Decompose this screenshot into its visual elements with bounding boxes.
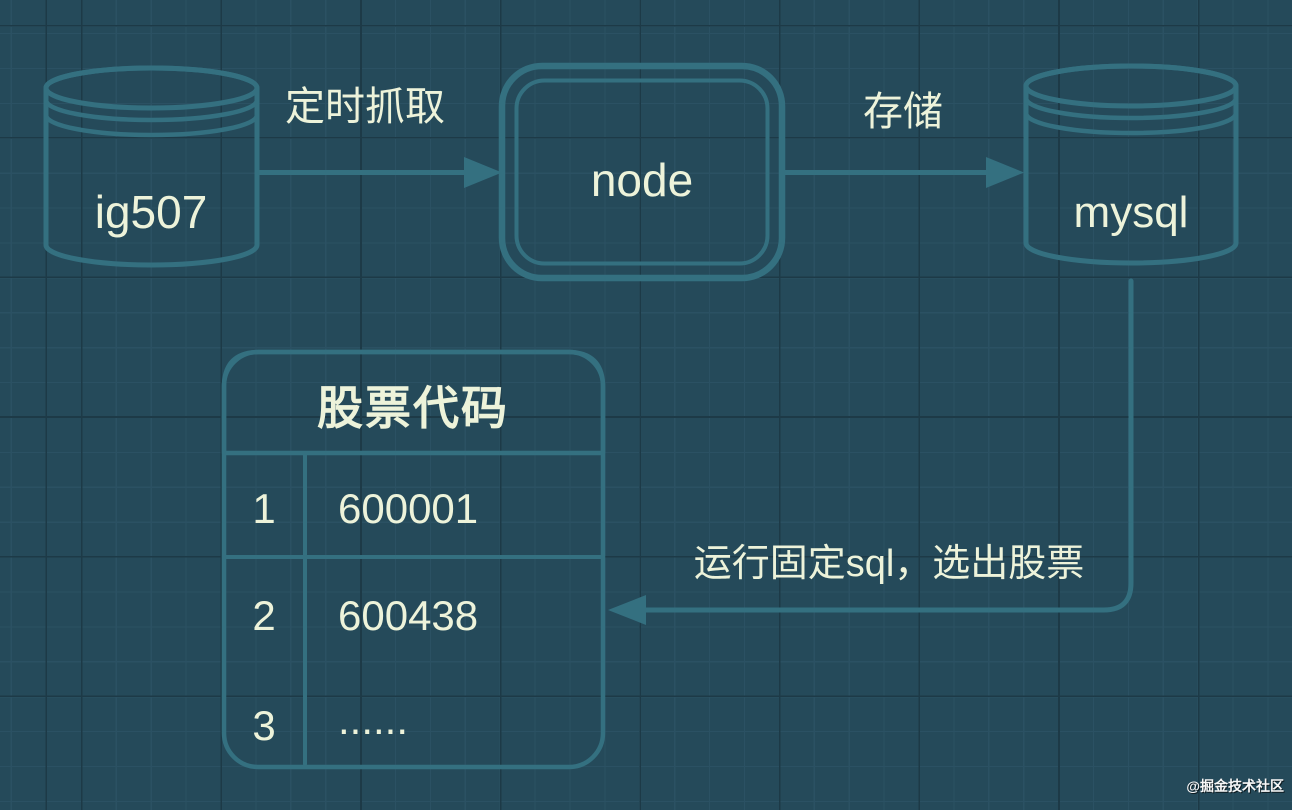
store-arrowhead-icon bbox=[986, 157, 1024, 188]
database-cylinder-ig507 bbox=[43, 65, 260, 268]
table-header-label: 股票代码 bbox=[317, 382, 509, 434]
query-connector-arrow bbox=[608, 278, 1134, 625]
query-connector-path bbox=[643, 278, 1134, 613]
mysql-cylinder-top bbox=[1023, 63, 1239, 109]
juejin-watermark: @掘金技术社区 bbox=[1186, 778, 1284, 794]
fetch-arrowhead-icon bbox=[464, 157, 502, 188]
table-row-code: 600438 bbox=[338, 592, 479, 639]
table-header-cell bbox=[221, 349, 606, 456]
table-row-code: 600001 bbox=[338, 485, 479, 532]
store-arrow bbox=[782, 157, 1024, 188]
ig507-label: ig507 bbox=[94, 186, 208, 238]
fetch-arrow bbox=[256, 157, 502, 188]
mysql-cylinder-band-1 bbox=[1023, 95, 1239, 121]
mysql-label: mysql bbox=[1073, 188, 1189, 237]
store-edge-label: 存储 bbox=[863, 90, 943, 134]
stock-table-shape bbox=[221, 349, 606, 770]
query-edge-label: 运行固定sql，选出股票 bbox=[693, 543, 1085, 585]
table-row-no: 3 bbox=[252, 702, 276, 749]
ig507-cylinder-top bbox=[43, 65, 260, 111]
database-cylinder-mysql bbox=[1023, 63, 1239, 266]
ig507-cylinder-band-1 bbox=[43, 97, 260, 123]
query-arrowhead-icon bbox=[608, 595, 646, 625]
fetch-edge-label: 定时抓取 bbox=[285, 85, 445, 129]
table-row-no: 2 bbox=[252, 592, 276, 639]
mysql-cylinder-band-2 bbox=[1023, 110, 1239, 136]
node-box-outer bbox=[498, 62, 786, 282]
process-box-node bbox=[498, 62, 786, 282]
node-label: node bbox=[590, 154, 694, 206]
ig507-cylinder-band-2 bbox=[43, 112, 260, 138]
table-row-code: ...... bbox=[338, 696, 409, 743]
table-row-no: 1 bbox=[252, 485, 276, 532]
node-box-inner bbox=[514, 78, 770, 266]
